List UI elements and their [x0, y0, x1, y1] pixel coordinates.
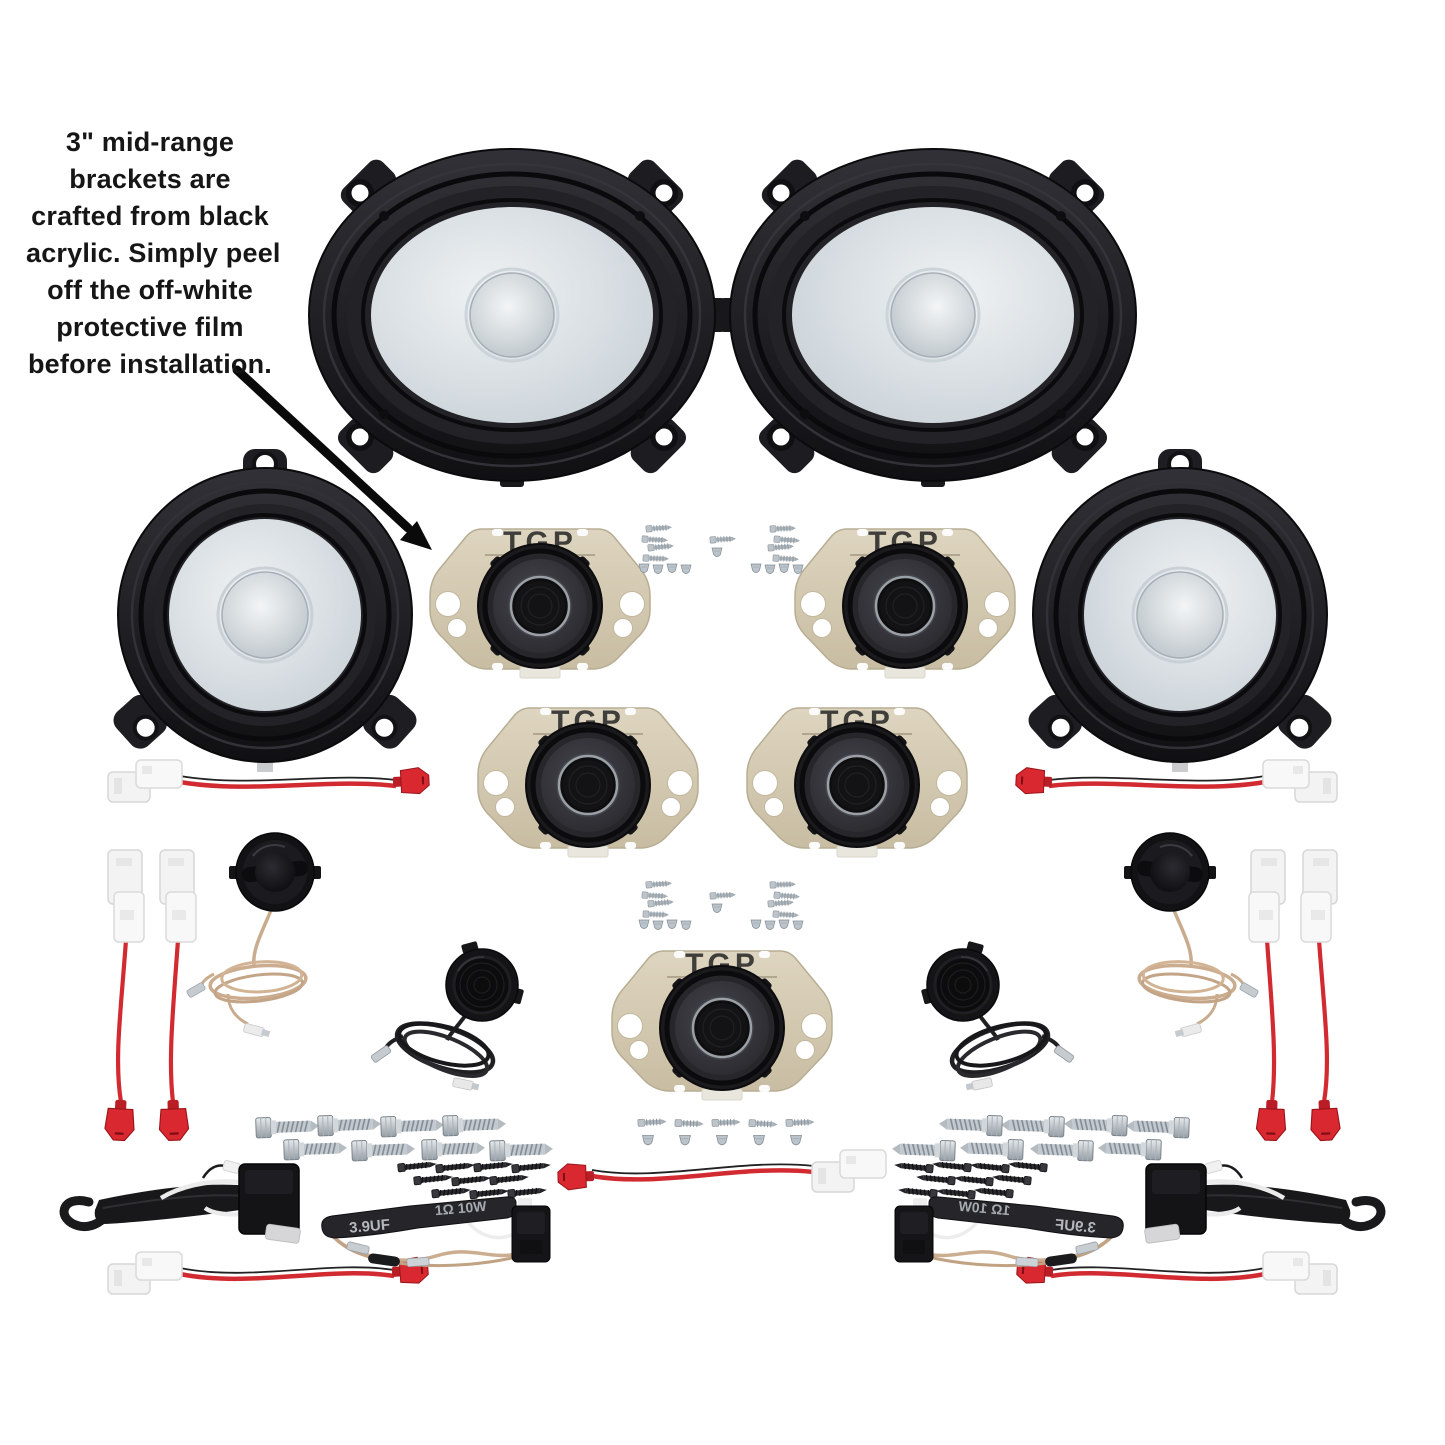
hex-screws-group	[254, 1113, 555, 1162]
hardware-cluster-top	[639, 524, 803, 574]
tweeter-lead-wire	[252, 907, 274, 967]
midrange-bracket-4	[747, 705, 967, 857]
annotation-line: before installation.	[27, 349, 273, 379]
bass-blocker-left	[319, 1195, 552, 1269]
midrange-bracket-3	[478, 705, 698, 857]
annotation-line: off the off-white	[47, 275, 253, 305]
adapter-wire-bottom	[107, 1251, 430, 1295]
wiring-harness-left	[64, 1160, 301, 1244]
screw-row-bottom	[638, 1118, 815, 1145]
oval-speaker-left	[309, 149, 725, 487]
annotation-text: 3" mid-range brackets are crafted from b…	[26, 124, 281, 383]
annotation-arrow	[232, 365, 432, 550]
midrange-bracket-5	[612, 948, 832, 1100]
tweeter-coil-left	[184, 957, 309, 1041]
tweeter-flush-left	[228, 832, 322, 912]
adapter-wire-top	[107, 759, 431, 803]
black-screws-group	[396, 1159, 552, 1200]
annotation-line: 3" mid-range	[65, 127, 235, 157]
adapter-wires-vertical	[103, 849, 197, 1143]
hardware-cluster-middle	[639, 880, 803, 930]
left-half-components	[64, 149, 725, 1295]
adapter-wire-center	[556, 1149, 887, 1193]
tweeter-coil-inner-left	[371, 1014, 499, 1092]
tweeter-surface-left	[444, 939, 526, 1023]
annotation-line: protective film	[56, 312, 244, 342]
midrange-bracket-1	[430, 526, 650, 678]
annotation-line: acrylic. Simply peel	[26, 238, 281, 268]
annotation-line: brackets are	[69, 164, 231, 194]
midrange-bracket-2	[795, 526, 1015, 678]
annotation-line: crafted from black	[31, 201, 269, 231]
